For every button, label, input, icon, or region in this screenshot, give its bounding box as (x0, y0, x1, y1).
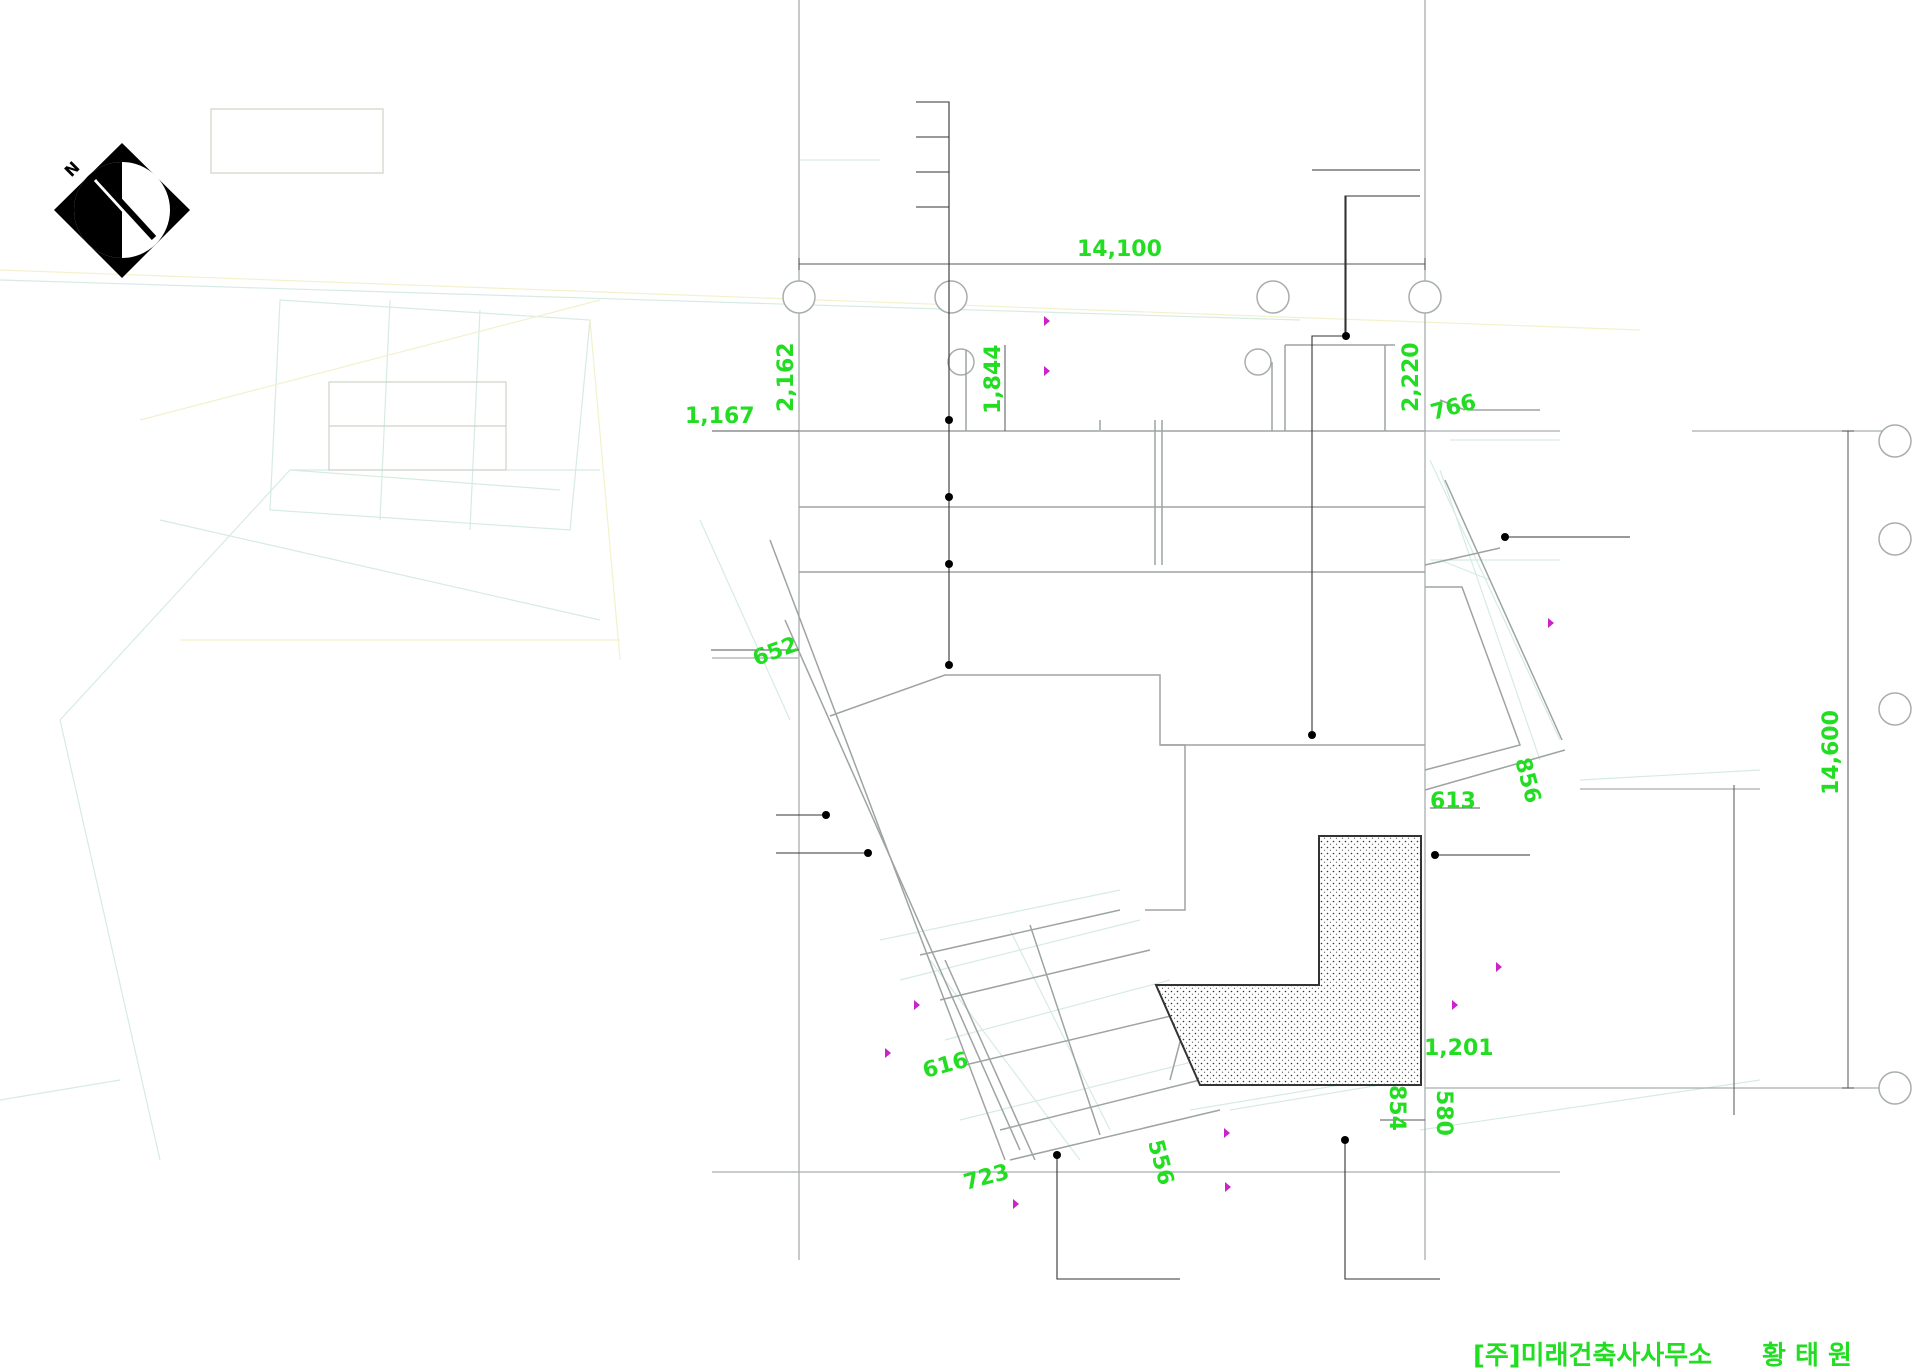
dim-723: 723 (961, 1160, 1012, 1196)
faint-label-box (210, 108, 507, 471)
dim-616: 616 (920, 1048, 971, 1084)
level-markers (885, 316, 1554, 1209)
dimension-lines (711, 258, 1854, 1121)
dim-613: 613 (1430, 789, 1476, 814)
dim-2162: 2,162 (774, 342, 799, 412)
context-yellow-lines (0, 269, 1641, 661)
dim-1201: 1,201 (1424, 1036, 1494, 1061)
dim-854: 854 (1384, 1085, 1409, 1131)
dimension-texts: 14,100 1,167 2,162 1,844 2,220 766 652 1… (685, 237, 1844, 1196)
dim-556: 556 (1142, 1137, 1178, 1188)
dim-580: 580 (1431, 1090, 1456, 1136)
north-arrow-icon: N (54, 143, 190, 278)
title-block: [주]미래건축사사무소 황 태 원 (1473, 1341, 1852, 1371)
dim-right-height: 14,600 (1819, 710, 1844, 795)
grid-bubbles (782, 280, 1912, 1105)
dim-1844: 1,844 (981, 344, 1006, 414)
dim-766: 766 (1428, 390, 1479, 426)
leader-dots (822, 332, 1509, 1159)
architect-name: 황 태 원 (1762, 1341, 1852, 1371)
dim-1167: 1,167 (685, 404, 755, 429)
context-lines (0, 159, 1761, 1161)
leader-lines (776, 101, 1630, 1280)
grid-lines (712, 0, 1890, 1260)
dim-top-width: 14,100 (1077, 237, 1162, 262)
dim-652: 652 (750, 632, 802, 671)
building-outline (769, 344, 1566, 1161)
hatched-area (1154, 835, 1422, 1086)
dim-856: 856 (1509, 755, 1545, 806)
office-name: [주]미래건축사사무소 (1473, 1341, 1712, 1371)
north-label: N (61, 158, 84, 181)
dim-2220: 2,220 (1399, 342, 1424, 412)
